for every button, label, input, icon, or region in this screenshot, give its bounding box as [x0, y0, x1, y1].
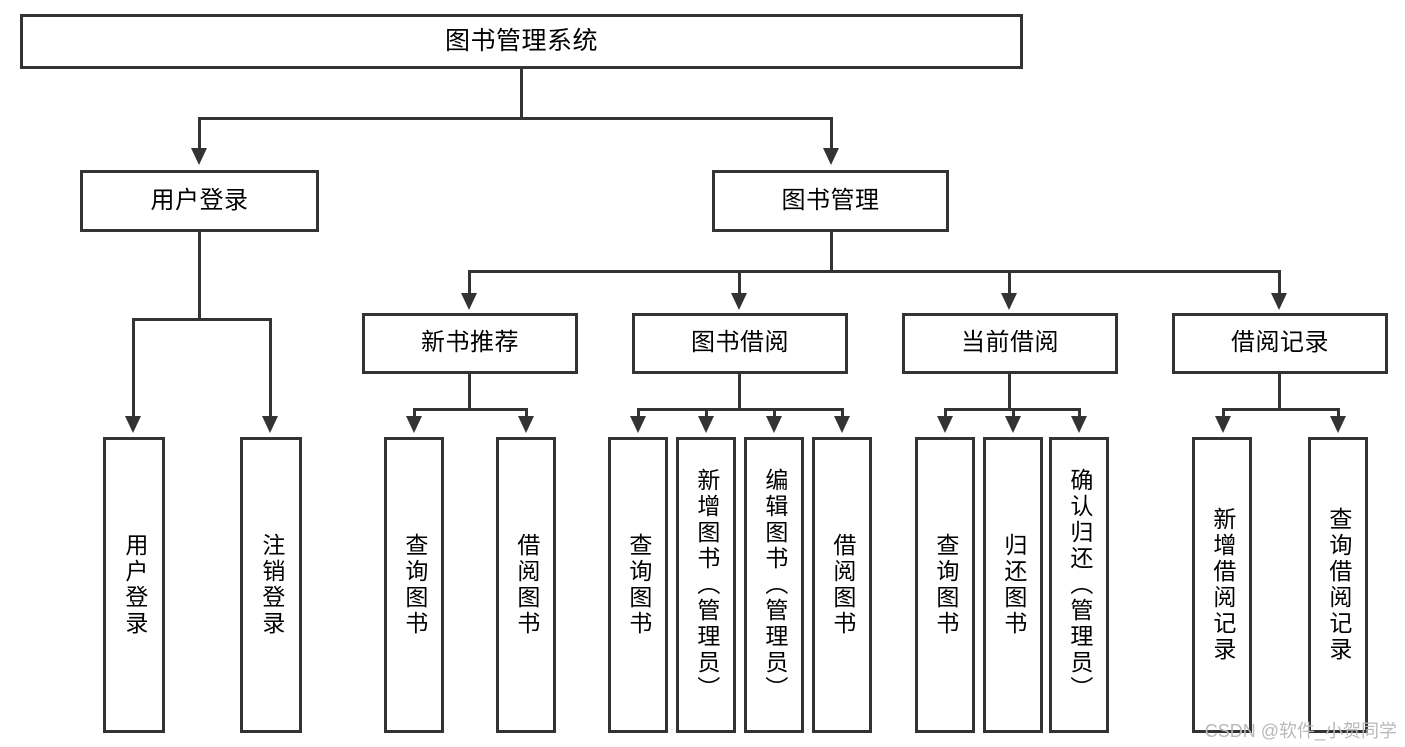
- connector-bb-to-leaf-4: [841, 408, 844, 418]
- leaf-nbr-borrow-book[interactable]: 借阅图书: [496, 437, 556, 733]
- connector-bm-to-book-borrow: [738, 270, 741, 295]
- connector-user-login-bus: [132, 318, 269, 321]
- node-label: 图书借阅: [691, 329, 789, 357]
- connector-cb-to-leaf-2: [1012, 408, 1015, 418]
- connector-root-bus: [198, 117, 833, 120]
- node-label: 借阅记录: [1231, 329, 1329, 357]
- connector-bm-to-new-book: [468, 270, 471, 295]
- connector-user-login-stem: [198, 232, 201, 320]
- connector-bb-stem: [738, 374, 741, 410]
- arrow-cb-to-leaf-2: [1005, 416, 1021, 433]
- node-label: 查询图书: [932, 533, 959, 637]
- arrow-bm-to-current-borrow: [1001, 293, 1017, 310]
- arrow-nbr-to-leaf-1: [406, 416, 422, 433]
- node-label: 借阅图书: [829, 533, 856, 637]
- node-label: 注销登录: [258, 533, 285, 637]
- node-book-borrow[interactable]: 图书借阅: [632, 313, 848, 374]
- node-label: 用户登录: [150, 186, 249, 214]
- leaf-bb-edit-book-admin[interactable]: 编辑图书（管理员）: [744, 437, 804, 733]
- leaf-bb-add-book-admin[interactable]: 新增图书（管理员）: [676, 437, 736, 733]
- connector-bb-to-leaf-3: [773, 408, 776, 418]
- node-root-book-management-system[interactable]: 图书管理系统: [20, 14, 1023, 69]
- connector-br-to-leaf-2: [1337, 408, 1340, 418]
- arrow-user-login-to-leaf-2: [262, 416, 278, 433]
- node-label: 编辑图书（管理员）: [761, 468, 788, 702]
- node-user-login[interactable]: 用户登录: [80, 170, 319, 232]
- node-label: 图书管理: [781, 186, 880, 214]
- arrow-bb-to-leaf-1: [630, 416, 646, 433]
- connector-br-to-leaf-1: [1222, 408, 1225, 418]
- connector-root-to-book-management: [830, 117, 833, 150]
- leaf-cb-return-book[interactable]: 归还图书: [983, 437, 1043, 733]
- connector-br-stem: [1278, 374, 1281, 410]
- node-label: 图书管理系统: [444, 26, 598, 55]
- node-label: 确认归还（管理员）: [1066, 468, 1093, 702]
- connector-bb-to-leaf-2: [705, 408, 708, 418]
- node-label: 新书推荐: [421, 329, 519, 357]
- node-label: 查询图书: [401, 533, 428, 637]
- leaf-nbr-query-book[interactable]: 查询图书: [384, 437, 444, 733]
- arrow-bb-to-leaf-2: [698, 416, 714, 433]
- arrow-br-to-leaf-2: [1330, 416, 1346, 433]
- arrow-bb-to-leaf-3: [766, 416, 782, 433]
- arrow-bm-to-book-borrow: [731, 293, 747, 310]
- arrow-cb-to-leaf-3: [1071, 416, 1087, 433]
- connector-bb-bus: [637, 408, 844, 411]
- leaf-cb-query-book[interactable]: 查询图书: [915, 437, 975, 733]
- leaf-user-login-logout[interactable]: 注销登录: [240, 437, 302, 733]
- leaf-br-add-record[interactable]: 新增借阅记录: [1192, 437, 1252, 733]
- arrow-br-to-leaf-1: [1215, 416, 1231, 433]
- arrow-root-to-user-login: [191, 148, 207, 165]
- arrow-nbr-to-leaf-2: [518, 416, 534, 433]
- connector-nbr-to-leaf-2: [525, 408, 528, 418]
- connector-root-to-user-login: [198, 117, 201, 150]
- connector-root-stem: [520, 69, 523, 119]
- node-label: 借阅图书: [513, 533, 540, 637]
- connector-book-management-stem: [830, 232, 833, 272]
- connector-bm-to-current-borrow: [1008, 270, 1011, 295]
- node-label: 查询图书: [625, 533, 652, 637]
- connector-cb-to-leaf-3: [1078, 408, 1081, 418]
- arrow-bm-to-borrow-record: [1271, 293, 1287, 310]
- leaf-bb-borrow-book[interactable]: 借阅图书: [812, 437, 872, 733]
- connector-nbr-stem: [468, 374, 471, 410]
- connector-nbr-bus: [413, 408, 528, 411]
- node-label: 查询借阅记录: [1325, 507, 1352, 663]
- arrow-cb-to-leaf-1: [937, 416, 953, 433]
- leaf-bb-query-book[interactable]: 查询图书: [608, 437, 668, 733]
- node-label: 用户登录: [121, 533, 148, 637]
- node-label: 新增借阅记录: [1209, 507, 1236, 663]
- connector-user-login-to-leaf-2: [269, 318, 272, 418]
- connector-nbr-to-leaf-1: [413, 408, 416, 418]
- connector-br-bus: [1222, 408, 1340, 411]
- connector-cb-stem: [1008, 374, 1011, 410]
- node-label: 当前借阅: [961, 329, 1059, 357]
- connector-book-management-bus: [468, 270, 1280, 273]
- node-book-management[interactable]: 图书管理: [712, 170, 949, 232]
- node-label: 新增图书（管理员）: [693, 468, 720, 702]
- node-label: 归还图书: [1000, 533, 1027, 637]
- node-borrow-record[interactable]: 借阅记录: [1172, 313, 1388, 374]
- watermark-text: CSDN @软件_小贺同学: [1204, 721, 1397, 741]
- arrow-bm-to-new-book: [461, 293, 477, 310]
- arrow-user-login-to-leaf-1: [125, 416, 141, 433]
- node-new-book-recommend[interactable]: 新书推荐: [362, 313, 578, 374]
- connector-bb-to-leaf-1: [637, 408, 640, 418]
- connector-bm-to-borrow-record: [1278, 270, 1281, 295]
- leaf-user-login-login[interactable]: 用户登录: [103, 437, 165, 733]
- leaf-br-query-record[interactable]: 查询借阅记录: [1308, 437, 1368, 733]
- leaf-cb-confirm-return-admin[interactable]: 确认归还（管理员）: [1049, 437, 1109, 733]
- connector-user-login-to-leaf-1: [132, 318, 135, 418]
- arrow-root-to-book-management: [823, 148, 839, 165]
- arrow-bb-to-leaf-4: [834, 416, 850, 433]
- connector-cb-to-leaf-1: [944, 408, 947, 418]
- node-current-borrow[interactable]: 当前借阅: [902, 313, 1118, 374]
